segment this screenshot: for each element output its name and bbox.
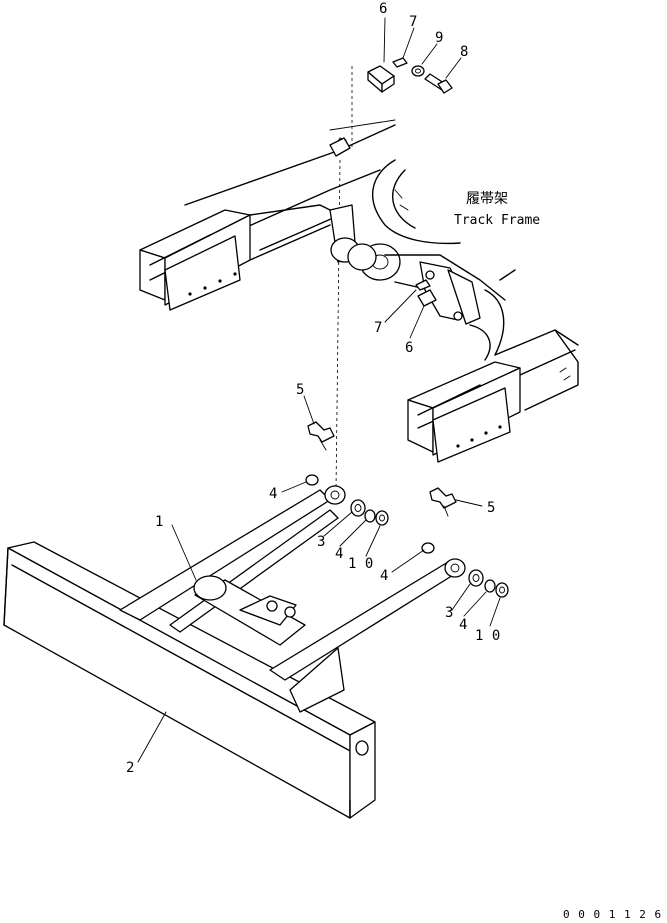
clip-part-7 [392, 57, 408, 68]
washer-4-upper-left [305, 474, 319, 486]
dozer-blade-2 [3, 541, 376, 819]
callout-4-left: 4 [335, 546, 343, 562]
callout-4-right: 4 [459, 617, 467, 633]
callout-2: 2 [126, 760, 134, 776]
document-id: 0 0 0 1 1 2 6 8 [563, 908, 667, 921]
callout-3-left: 3 [317, 534, 325, 550]
track-frame-label-cn: 履帯架 [466, 191, 508, 207]
callout-9: 9 [435, 30, 443, 46]
callout-4-upper-left: 4 [269, 486, 277, 502]
callout-7-top: 7 [409, 14, 417, 30]
washer-10-right [495, 582, 509, 598]
washer-part-9 [411, 65, 425, 77]
washer-4-right [484, 579, 496, 593]
callout-10-right: 1 0 [475, 628, 500, 644]
callout-10-left: 1 0 [348, 556, 373, 572]
callout-5-right: 5 [487, 500, 495, 516]
push-arm-1-right [269, 558, 466, 713]
callout-1: 1 [155, 514, 163, 530]
callout-6-top: 6 [379, 1, 387, 17]
bolt-part-8 [424, 73, 453, 94]
washer-4-upper-right [421, 542, 435, 554]
callout-7-mid: 7 [374, 320, 382, 336]
washer-10-left [375, 510, 389, 526]
washer-4-left [364, 509, 376, 523]
cross-tube [193, 575, 306, 646]
callout-5-left: 5 [296, 382, 304, 398]
track-frame-label-en: Track Frame [454, 213, 540, 228]
bushing-3-right [468, 569, 484, 587]
callout-4-upper-right: 4 [380, 568, 388, 584]
callout-3-right: 3 [445, 605, 453, 621]
callout-8: 8 [460, 44, 468, 60]
grease-fitting-5-right [429, 487, 457, 517]
callout-6-mid: 6 [405, 340, 413, 356]
pin-part-6 [367, 65, 395, 93]
alignment-line [335, 66, 353, 491]
bushing-3-left [350, 499, 366, 517]
track-frame-lower-right [407, 329, 579, 463]
track-frame-upper [139, 119, 516, 361]
grease-fitting-5-left [307, 421, 335, 451]
